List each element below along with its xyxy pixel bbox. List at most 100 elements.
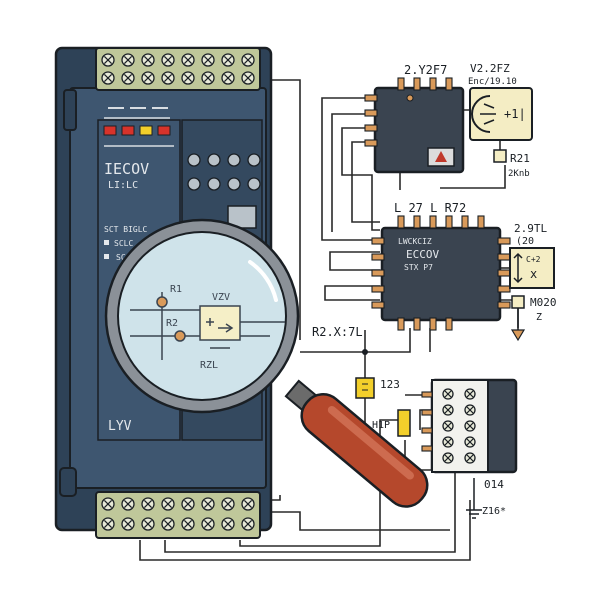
terminal-screw [121, 517, 135, 531]
terminal-screw [141, 71, 155, 85]
bottom-module-label: 014 [484, 478, 504, 491]
terminal-screw [464, 436, 476, 448]
coil-component [397, 409, 411, 437]
resistor-r21-label: R21 [510, 152, 530, 165]
terminal-screw [221, 71, 235, 85]
terminal-screw [141, 53, 155, 67]
ground-arrow-icon [510, 329, 526, 342]
signal-box-sub: C+2 [526, 255, 541, 264]
bottom-terminal-block [95, 491, 261, 539]
sensor-component: 123 H1P [355, 377, 411, 437]
terminal-screw [161, 517, 175, 531]
terminal-screw [161, 497, 175, 511]
status-leds [103, 125, 171, 136]
middle-module-right-label: 2.9TL [514, 222, 547, 235]
pin [421, 409, 433, 416]
middle-module-chip-line2: ECCOV [406, 248, 439, 261]
pin [445, 77, 453, 91]
mag-label-vzv: VZV [212, 292, 230, 303]
pin [371, 285, 385, 293]
terminal-screw [121, 53, 135, 67]
middle-module-chip-line1: LWCKCIZ [398, 237, 432, 246]
pin [371, 301, 385, 309]
top-module: 2.Y2F7 V2.2FZ Enc/19.10 +1| R21 2Knb [364, 62, 533, 179]
terminal-screw [442, 436, 454, 448]
terminal-screw [241, 53, 255, 67]
terminal-screw [241, 497, 255, 511]
plc-footer-label: LYV [108, 419, 132, 434]
terminal-screw [181, 53, 195, 67]
plc-side-label-1: SCT BIGLC [104, 225, 148, 234]
pin [364, 94, 378, 102]
pin [497, 301, 511, 309]
terminal-screw [101, 517, 115, 531]
terminal-screw [442, 420, 454, 432]
plc-button [207, 153, 221, 167]
terminal-screw [221, 517, 235, 531]
terminal-screw [464, 452, 476, 464]
terminal-screw [241, 517, 255, 531]
pin [497, 285, 511, 293]
meter-display: +1| [504, 107, 526, 121]
terminal-screw [161, 53, 175, 67]
pin [371, 253, 385, 261]
pin [429, 317, 437, 331]
terminal-screw [121, 497, 135, 511]
magnified-circuit [130, 292, 285, 360]
pin [413, 215, 421, 229]
terminal-screw [201, 71, 215, 85]
terminal-screw [442, 404, 454, 416]
terminal-screw [221, 497, 235, 511]
plc-brand: IECOV [104, 160, 149, 178]
pin [421, 445, 433, 452]
terminal-screw [241, 71, 255, 85]
pin [445, 215, 453, 229]
pin [421, 427, 433, 434]
pin [461, 215, 469, 229]
terminal-screw [221, 53, 235, 67]
middle-module: L 27 L R72 LWCKCIZ ECCOV STX P7 2.9TL (2… [371, 201, 557, 342]
middle-module-pin-labels: L 27 L R72 [394, 201, 466, 215]
plc-button [227, 177, 241, 191]
pin [477, 215, 485, 229]
terminal-screw [101, 497, 115, 511]
terminal-screw [181, 517, 195, 531]
pin [371, 237, 385, 245]
meter-icon: +1| [469, 87, 533, 141]
middle-module-out-label: M020 [530, 296, 557, 309]
middle-module-out-sublabel: Z [536, 312, 542, 323]
pin [413, 77, 421, 91]
pin [445, 317, 453, 331]
pin [429, 215, 437, 229]
signal-box-symbol: x [530, 267, 537, 281]
pin [497, 237, 511, 245]
pin [413, 317, 421, 331]
sensor-label: 123 [380, 378, 400, 391]
bottom-module: 014 Z16* [421, 378, 518, 519]
led-yellow [139, 125, 153, 136]
pin [371, 269, 385, 277]
pin [397, 77, 405, 91]
plc-button [207, 177, 221, 191]
terminal-screw [442, 388, 454, 400]
resistor-r21-sublabel: 2Knb [508, 169, 530, 179]
terminal-screw [161, 71, 175, 85]
led-red-3 [157, 125, 171, 136]
terminal-screw [141, 497, 155, 511]
pin [364, 124, 378, 132]
pin [364, 109, 378, 117]
top-module-left-label: 2.Y2F7 [404, 63, 447, 77]
middle-module-right-sublabel: (20 [516, 236, 534, 247]
terminal-screw [464, 388, 476, 400]
signal-box-icon: C+2 x [509, 247, 555, 289]
terminal-screw [101, 53, 115, 67]
bus-label: R2.X:7L [312, 325, 363, 339]
terminal-screw [464, 420, 476, 432]
top-module-right-sublabel: Enc/19.10 [468, 77, 517, 87]
plc-side-label-3: SC [116, 253, 126, 262]
plc-button [187, 153, 201, 167]
terminal-screw [201, 517, 215, 531]
plc-button [187, 177, 201, 191]
terminal-screw [181, 71, 195, 85]
plc-button [227, 153, 241, 167]
